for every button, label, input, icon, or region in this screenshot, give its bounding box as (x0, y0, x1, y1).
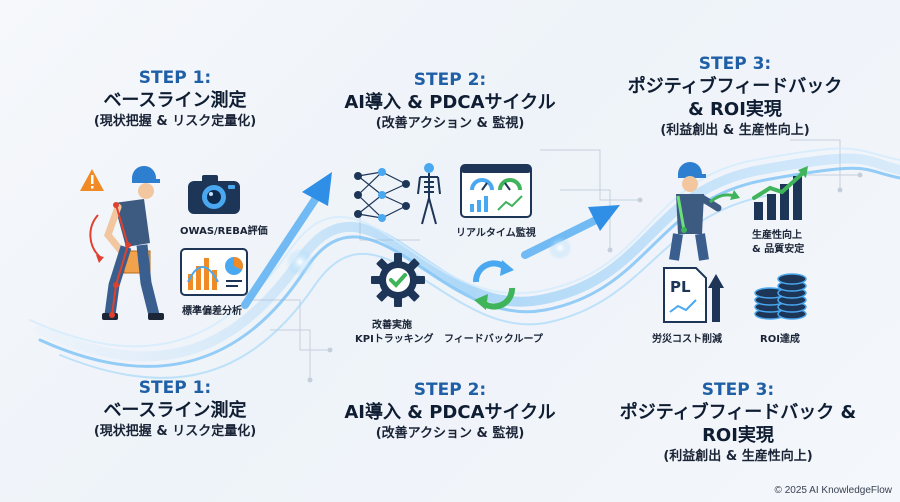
worker-risk-figure-icon (80, 165, 164, 320)
feedback-loop-icon (473, 260, 515, 310)
step-label: STEP 1: (138, 378, 212, 398)
step-label: STEP 3: (701, 380, 775, 400)
bottom-step2: STEP 2: AI導入 & PDCAサイクル (改善アクション & 監視) (315, 380, 585, 443)
step-label: STEP 2: (413, 70, 487, 90)
copyright-text: © 2025 AI KnowledgeFlow (774, 485, 892, 496)
pl-text: PL (670, 278, 691, 296)
step-label: STEP 3: (698, 54, 772, 74)
kpi-caption-line1: 改善実施 (372, 320, 412, 331)
growth-chart-icon (752, 166, 808, 220)
step-subtitle: (現状把握 & リスク定量化) (93, 114, 257, 129)
cost-reduction-caption: 労災コスト削減 (652, 334, 722, 345)
roi-achieved-caption: ROI達成 (760, 334, 800, 345)
step-title: AI導入 & PDCAサイクル (344, 92, 556, 113)
step-subtitle: (利益創出 & 生産性向上) (663, 449, 813, 464)
bottom-step1: STEP 1: ベースライン測定 (現状把握 & リスク定量化) (60, 378, 290, 441)
std-dev-caption: 標準偏差分析 (182, 306, 242, 317)
feedback-loop-caption: フィードバックループ (444, 334, 543, 345)
top-step1: STEP 1: ベースライン測定 (現状把握 & リスク定量化) (60, 68, 290, 131)
skeleton-tracking-icon (417, 163, 441, 225)
productivity-caption-line1: 生産性向上 (752, 230, 802, 241)
top-step2: STEP 2: AI導入 & PDCAサイクル (改善アクション & 監視) (315, 70, 585, 133)
healthy-worker-icon (669, 162, 740, 261)
std-dev-chart-icon (180, 248, 248, 296)
step-subtitle: (改善アクション & 監視) (375, 116, 525, 131)
coin-stack-icon (754, 273, 807, 320)
neural-network-icon (354, 168, 410, 222)
top-step3: STEP 3: ポジティブフィードバック & ROI実現 (利益創出 & 生産性… (600, 54, 870, 140)
step-title: ROI実現 (702, 425, 774, 446)
step-label: STEP 1: (138, 68, 212, 88)
step-title: AI導入 & PDCAサイクル (344, 402, 556, 423)
gear-check-icon (371, 253, 425, 307)
monitoring-dashboard-icon (460, 164, 532, 218)
realtime-monitoring-caption: リアルタイム監視 (456, 228, 536, 239)
step-title: ポジティブフィードバック (627, 76, 843, 97)
step-title: & ROI実現 (688, 99, 782, 120)
bottom-step3: STEP 3: ポジティブフィードバック & ROI実現 (利益創出 & 生産性… (598, 380, 878, 466)
step-subtitle: (利益創出 & 生産性向上) (660, 123, 810, 138)
pl-document-icon: PL (663, 267, 724, 323)
step-title: ベースライン測定 (103, 400, 247, 421)
step-subtitle: (改善アクション & 監視) (375, 426, 525, 441)
kpi-caption-line2: KPIトラッキング (355, 334, 434, 345)
step-title: ポジティブフィードバック & (619, 402, 857, 423)
productivity-caption-line2: & 品質安定 (752, 244, 805, 255)
step-title: ベースライン測定 (103, 90, 247, 111)
camera-icon (188, 175, 240, 214)
step-label: STEP 2: (413, 380, 487, 400)
owas-reba-caption: OWAS/REBA評価 (180, 226, 268, 237)
step-subtitle: (現状把握 & リスク定量化) (93, 424, 257, 439)
